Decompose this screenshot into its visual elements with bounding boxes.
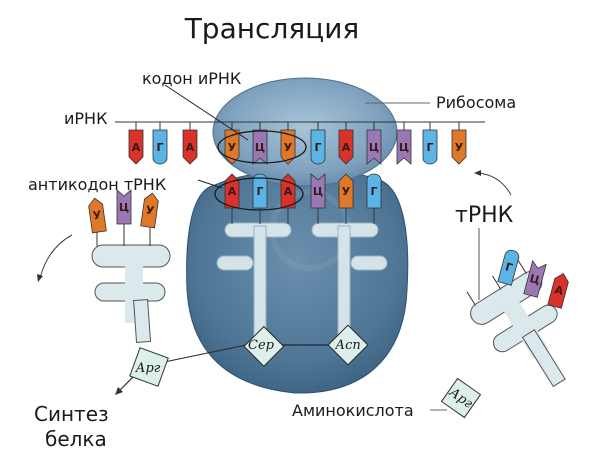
svg-text:А: А xyxy=(228,185,237,198)
mrna-nucleotide: У xyxy=(280,129,296,165)
title: Трансляция xyxy=(184,12,360,45)
svg-text:Ц: Ц xyxy=(313,185,323,198)
svg-text:Г: Г xyxy=(504,260,514,274)
incoming-trna-nucleotide: Ц xyxy=(523,259,547,298)
codon-highlight xyxy=(217,130,307,164)
svg-text:Г: Г xyxy=(370,185,377,198)
svg-text:У: У xyxy=(455,141,464,154)
svg-text:Ц: Ц xyxy=(255,141,265,154)
svg-text:А: А xyxy=(186,141,195,154)
mrna-nucleotide: А xyxy=(338,129,354,165)
incoming-trna-nucleotide: Г xyxy=(497,249,520,286)
svg-text:У: У xyxy=(145,203,156,217)
anticodon-highlight xyxy=(214,177,304,211)
svg-text:Г: Г xyxy=(314,141,321,154)
incoming-trna xyxy=(466,259,566,388)
incoming-trna-nucleotide: А xyxy=(547,273,569,309)
svg-text:Арг: Арг xyxy=(135,361,161,376)
trna-site2 xyxy=(311,222,388,337)
mrna-nucleotide: Ц xyxy=(366,129,382,165)
anticodon-nucleotide: А xyxy=(224,173,240,209)
anticodon-nucleotide: У xyxy=(338,173,354,209)
mrna-nucleotide: Г xyxy=(422,129,438,165)
svg-text:Сер: Сер xyxy=(248,338,275,353)
trna-label: тРНК xyxy=(455,203,514,228)
anticodon-nucleotide: Г xyxy=(366,173,382,209)
mrna-nucleotide: Ц xyxy=(252,129,268,165)
leaving-trna-nucleotide: Ц xyxy=(116,189,132,225)
anticodon-nucleotide: Г xyxy=(252,173,268,209)
codon-label: кодон иРНК xyxy=(142,69,242,88)
ribosome-label: Рибосома xyxy=(436,93,516,112)
mrna-nucleotide: Ц xyxy=(396,129,412,165)
svg-text:А: А xyxy=(553,283,565,298)
svg-text:Ц: Ц xyxy=(369,141,379,154)
svg-text:А: А xyxy=(342,141,351,154)
svg-text:У: У xyxy=(228,141,237,154)
anticodon-nucleotide: Ц xyxy=(310,173,326,209)
svg-text:Ц: Ц xyxy=(399,141,409,154)
svg-text:Г: Г xyxy=(426,141,433,154)
amino-acid-asp: Асп xyxy=(327,324,369,366)
svg-text:Ц: Ц xyxy=(528,272,541,287)
mrna-nucleotide: А xyxy=(182,129,198,165)
synthesis-label-1: Синтез xyxy=(34,402,109,426)
amino-acid-incoming: Арг xyxy=(440,377,482,419)
svg-text:Г: Г xyxy=(256,185,263,198)
svg-text:Ц: Ц xyxy=(119,201,129,214)
synthesis-label-2: белка xyxy=(45,427,107,451)
svg-text:У: У xyxy=(92,208,103,222)
mrna-label: иРНК xyxy=(64,109,108,128)
svg-text:Г: Г xyxy=(156,141,163,154)
svg-text:Асп: Асп xyxy=(334,338,361,353)
svg-text:А: А xyxy=(132,141,141,154)
amino-acid-ser: Сер xyxy=(243,325,285,367)
mrna-nucleotide: У xyxy=(451,129,467,165)
svg-text:А: А xyxy=(284,185,293,198)
mrna-nucleotide: У xyxy=(224,129,240,165)
svg-text:У: У xyxy=(284,141,293,154)
mrna-nucleotide: Г xyxy=(310,129,326,165)
amino-acid-label: Аминокислота xyxy=(292,401,414,420)
leaving-trna-nucleotide: У xyxy=(140,192,159,229)
anticodon-label: антикодон тРНК xyxy=(28,175,167,194)
svg-text:У: У xyxy=(342,185,351,198)
mrna-nucleotide: Г xyxy=(152,129,168,165)
mrna-nucleotide: А xyxy=(128,129,144,165)
anticodon-nucleotide: А xyxy=(280,173,296,209)
leaving-trna-nucleotide: У xyxy=(88,197,107,234)
amino-acid-leaving: Арг xyxy=(129,347,169,387)
trna-site1 xyxy=(216,222,292,337)
